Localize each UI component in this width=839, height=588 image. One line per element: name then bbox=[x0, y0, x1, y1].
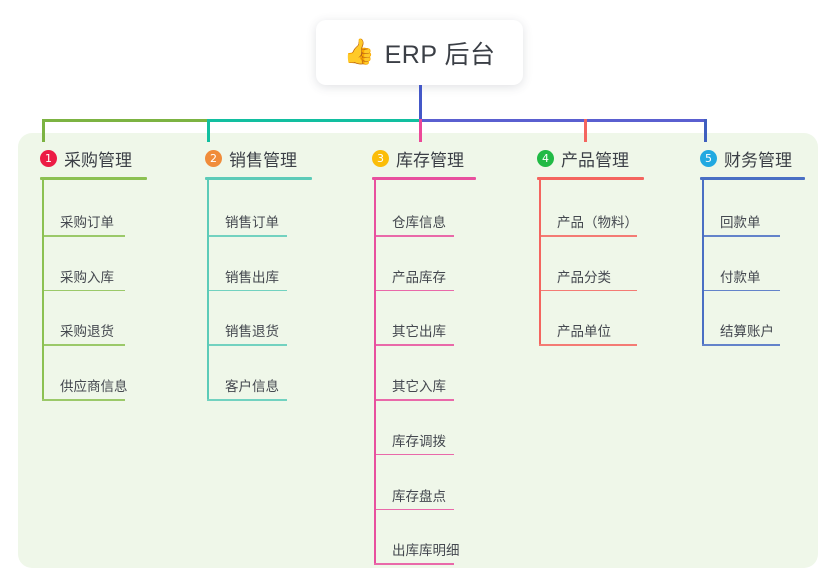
branch-spine-5 bbox=[702, 177, 704, 345]
leaf-item[interactable]: 客户信息 bbox=[225, 379, 279, 395]
branch-title: 库存管理 bbox=[396, 150, 464, 170]
trunk-segment-2 bbox=[207, 119, 419, 122]
root-stem-line bbox=[419, 85, 422, 122]
leaf-item[interactable]: 销售退货 bbox=[225, 324, 279, 340]
branch-header-5[interactable]: 5 财务管理 bbox=[700, 146, 792, 170]
branch-number-badge: 2 bbox=[205, 149, 222, 167]
leaf-item[interactable]: 产品（物料） bbox=[557, 215, 638, 230]
leaf-item[interactable]: 采购入库 bbox=[60, 269, 114, 285]
branch-header-4[interactable]: 4 产品管理 bbox=[537, 146, 629, 170]
leaf-item-rule bbox=[374, 344, 454, 346]
leaf-item-rule bbox=[42, 399, 125, 401]
branch-number-badge: 4 bbox=[537, 149, 554, 167]
branch-drop-1 bbox=[42, 119, 45, 142]
leaf-item[interactable]: 库存盘点 bbox=[392, 488, 446, 504]
leaf-item-rule bbox=[702, 344, 780, 346]
branch-header-2[interactable]: 2 销售管理 bbox=[205, 146, 297, 170]
branch-spine-2 bbox=[207, 177, 209, 400]
leaf-item-rule bbox=[702, 235, 780, 237]
branch-drop-4 bbox=[584, 119, 587, 142]
trunk-segment-3 bbox=[419, 119, 704, 122]
branch-title: 产品管理 bbox=[561, 150, 629, 170]
branch-header-3[interactable]: 3 库存管理 bbox=[372, 146, 464, 170]
leaf-item-rule bbox=[374, 289, 454, 292]
branch-number-badge: 5 bbox=[700, 149, 717, 167]
leaf-item-rule bbox=[374, 453, 454, 456]
branch-spine-4 bbox=[539, 177, 541, 345]
branch-header-rule-4 bbox=[537, 177, 644, 180]
leaf-item-rule bbox=[539, 344, 637, 346]
branch-header-rule-1 bbox=[40, 177, 147, 180]
branch-spine-1 bbox=[42, 177, 44, 400]
leaf-item-rule bbox=[42, 235, 125, 237]
leaf-item[interactable]: 采购订单 bbox=[60, 215, 114, 230]
leaf-item[interactable]: 其它出库 bbox=[392, 324, 446, 340]
branch-title: 销售管理 bbox=[229, 150, 297, 170]
leaf-item-rule bbox=[374, 235, 454, 237]
leaf-item-rule bbox=[539, 235, 637, 237]
leaf-item[interactable]: 仓库信息 bbox=[392, 215, 446, 230]
branch-column-产品管理: 4 产品管理 bbox=[537, 146, 629, 170]
trunk-segment-1 bbox=[42, 119, 207, 122]
branch-column-销售管理: 2 销售管理 bbox=[205, 146, 297, 170]
leaf-item[interactable]: 产品库存 bbox=[392, 269, 446, 285]
leaf-item-rule bbox=[207, 235, 287, 237]
branch-header-rule-5 bbox=[700, 177, 805, 180]
branch-drop-3 bbox=[419, 119, 422, 142]
branch-header-rule-3 bbox=[372, 177, 476, 180]
branch-drop-5 bbox=[704, 119, 707, 142]
leaf-item-rule bbox=[374, 399, 454, 401]
leaf-item-rule bbox=[42, 344, 125, 346]
branch-column-库存管理: 3 库存管理 bbox=[372, 146, 464, 170]
branch-title: 财务管理 bbox=[724, 150, 792, 170]
leaf-item-rule bbox=[374, 508, 454, 510]
diagram-background-panel bbox=[18, 133, 818, 568]
branch-spine-3 bbox=[374, 177, 376, 564]
leaf-item-rule bbox=[207, 289, 287, 292]
leaf-item-rule bbox=[207, 399, 287, 401]
leaf-item[interactable]: 产品分类 bbox=[557, 269, 611, 285]
branch-column-财务管理: 5 财务管理 bbox=[700, 146, 792, 170]
leaf-item-rule bbox=[207, 344, 287, 346]
leaf-item[interactable]: 产品单位 bbox=[557, 324, 611, 340]
leaf-item[interactable]: 采购退货 bbox=[60, 324, 114, 340]
branch-header-rule-2 bbox=[205, 177, 312, 180]
leaf-item[interactable]: 库存调拨 bbox=[392, 433, 446, 449]
leaf-item-rule bbox=[374, 563, 454, 565]
leaf-item[interactable]: 其它入库 bbox=[392, 379, 446, 395]
leaf-item-rule bbox=[702, 289, 780, 292]
leaf-item[interactable]: 销售订单 bbox=[225, 215, 279, 230]
branch-title: 采购管理 bbox=[64, 150, 132, 170]
leaf-item-rule bbox=[539, 289, 637, 292]
leaf-item[interactable]: 结算账户 bbox=[720, 324, 774, 340]
branch-drop-2 bbox=[207, 119, 210, 142]
root-node-card[interactable]: 👍 ERP 后台 bbox=[316, 20, 523, 85]
leaf-item[interactable]: 供应商信息 bbox=[60, 379, 128, 395]
branch-number-badge: 1 bbox=[40, 149, 57, 167]
leaf-item[interactable]: 销售出库 bbox=[225, 269, 279, 285]
thumbs-up-icon: 👍 bbox=[343, 38, 375, 66]
branch-column-采购管理: 1 采购管理 bbox=[40, 146, 132, 170]
leaf-item[interactable]: 付款单 bbox=[720, 269, 761, 285]
branch-header-1[interactable]: 1 采购管理 bbox=[40, 146, 132, 170]
leaf-item[interactable]: 回款单 bbox=[720, 215, 761, 230]
branch-number-badge: 3 bbox=[372, 149, 389, 167]
root-node-title: ERP 后台 bbox=[384, 40, 496, 69]
leaf-item-rule bbox=[42, 289, 125, 292]
leaf-item[interactable]: 出库库明细 bbox=[392, 543, 460, 559]
